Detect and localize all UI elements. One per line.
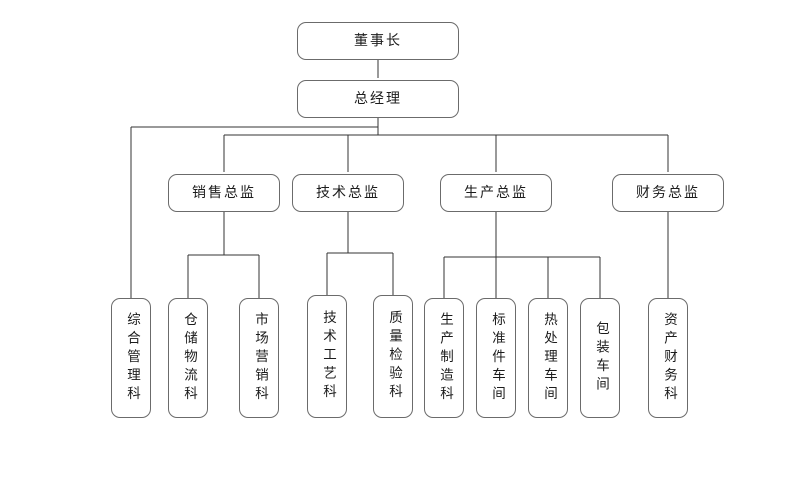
node-standard-parts-label: 标准件车间	[488, 311, 505, 405]
node-quality-inspection[interactable]: 质量检验科	[373, 295, 413, 418]
node-tech-process-label: 技术工艺科	[319, 310, 336, 403]
node-packaging-label: 包装车间	[592, 321, 609, 395]
node-standard-parts[interactable]: 标准件车间	[476, 298, 516, 418]
node-manufacturing[interactable]: 生产制造科	[424, 298, 464, 418]
node-asset-finance[interactable]: 资产财务科	[648, 298, 688, 418]
node-packaging[interactable]: 包装车间	[580, 298, 620, 418]
node-marketing-label: 市场营销科	[251, 311, 268, 405]
node-heat-treatment[interactable]: 热处理车间	[528, 298, 568, 418]
node-manufacturing-label: 生产制造科	[436, 311, 453, 405]
node-chairman-label: 董事长	[354, 32, 402, 49]
node-sales-director-label: 销售总监	[192, 184, 256, 201]
node-heat-treatment-label: 热处理车间	[540, 311, 557, 405]
node-tech-director[interactable]: 技术总监	[292, 174, 404, 212]
node-sales-director[interactable]: 销售总监	[168, 174, 280, 212]
node-tech-director-label: 技术总监	[316, 184, 380, 201]
node-finance-director-label: 财务总监	[636, 184, 700, 201]
node-quality-inspection-label: 质量检验科	[385, 310, 402, 403]
node-warehouse-logistics[interactable]: 仓储物流科	[168, 298, 208, 418]
node-asset-finance-label: 资产财务科	[660, 311, 677, 405]
node-general-manager-label: 总经理	[354, 90, 402, 107]
node-tech-process[interactable]: 技术工艺科	[307, 295, 347, 418]
node-chairman[interactable]: 董事长	[297, 22, 459, 60]
node-general-manager[interactable]: 总经理	[297, 80, 459, 118]
node-warehouse-logistics-label: 仓储物流科	[180, 311, 197, 405]
node-production-director[interactable]: 生产总监	[440, 174, 552, 212]
node-finance-director[interactable]: 财务总监	[612, 174, 724, 212]
node-general-admin-label: 综合管理科	[123, 311, 140, 405]
node-production-director-label: 生产总监	[464, 184, 528, 201]
node-general-admin[interactable]: 综合管理科	[111, 298, 151, 418]
node-marketing[interactable]: 市场营销科	[239, 298, 279, 418]
